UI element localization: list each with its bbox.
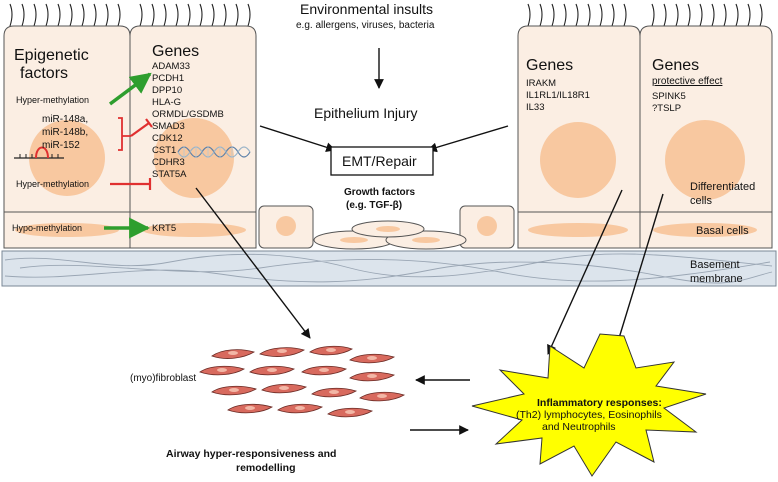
injury-label: Epithelium Injury <box>314 105 418 121</box>
inflammation-burst <box>471 333 707 477</box>
gene-item: CDHR3 <box>152 157 185 168</box>
gene-item: IL33 <box>526 102 545 113</box>
genes-mid-title: Genes <box>526 57 574 74</box>
gene-item: IL1RL1/IL18R1 <box>526 90 590 101</box>
arrow-right-emt <box>427 125 509 153</box>
differentiated-label: Differentiated cells <box>690 181 756 207</box>
airway-line2: remodelling <box>236 462 296 474</box>
gene-krt5: KRT5 <box>152 223 177 234</box>
inhibition-lines <box>110 118 153 190</box>
fibroblast-label: (myo)fibroblast <box>130 373 197 384</box>
protective-inhibition <box>615 193 664 349</box>
gene-item: IRAKM <box>526 78 557 89</box>
gene-item: ORMDL/GSDMB <box>152 109 224 120</box>
growth-line1: Growth factors <box>344 187 416 198</box>
gene-item: CST1 <box>152 145 177 156</box>
mirna-inhibition <box>130 122 150 137</box>
repairing-nuclei <box>340 226 440 243</box>
cilia <box>9 3 763 27</box>
inflammatory-line2: (Th2) lymphocytes, Eosinophils <box>516 409 662 421</box>
inflammatory-title: Inflammatory responses: <box>537 397 662 409</box>
gene-item: SMAD3 <box>152 121 185 132</box>
dna-helix-icon <box>177 146 251 158</box>
hyper-methylation-arrow <box>108 72 152 106</box>
hyper-methylation-1: Hyper-methylation <box>16 95 90 105</box>
arrow-left-emt <box>259 125 336 152</box>
epigenetic-title-1: Epigenetic <box>14 47 89 64</box>
hyper-methylation-2: Hyper-methylation <box>16 179 90 189</box>
gene-item: CDK12 <box>152 133 183 144</box>
epigenetic-title-2: factors <box>20 65 69 82</box>
growth-line2: (e.g. TGF-β) <box>346 200 403 211</box>
genes-right-title: Genes <box>652 57 700 74</box>
gene-item: HLA-G <box>152 97 182 108</box>
mirna-3: miR-152 <box>42 140 80 151</box>
activation-arrows <box>104 72 152 239</box>
arrow-gene-fibroblast <box>195 187 311 339</box>
mirna-hairpin-icon <box>14 146 64 159</box>
env-subtitle: e.g. allergens, viruses, bacteria <box>296 20 435 31</box>
flow-arrows <box>195 48 664 435</box>
nuclei <box>15 118 757 237</box>
emt-label: EMT/Repair <box>342 153 417 169</box>
fibroblast-nuclei <box>217 348 387 414</box>
inflammatory-line3: and Neutrophils <box>542 421 616 433</box>
gene-item: ?TSLP <box>652 103 682 114</box>
protective-effect-label: protective effect <box>652 76 723 87</box>
genes-left-title: Genes <box>152 43 200 60</box>
mirna-1: miR-148a, <box>42 114 89 125</box>
mirna-bracket <box>118 117 131 151</box>
basal-cells-label: Basal cells <box>696 225 749 237</box>
basement-membrane <box>1 250 777 287</box>
gene-item: SPINK5 <box>652 91 686 102</box>
membrane-fibers <box>4 253 773 284</box>
emt-box <box>330 146 434 176</box>
gene-item: STAT5A <box>152 169 187 180</box>
repairing-cells <box>313 220 467 250</box>
arrow-cell-inflammatory <box>547 189 623 355</box>
gene-item: ADAM33 <box>152 61 191 72</box>
airway-line1: Airway hyper-responsiveness and <box>166 448 337 460</box>
basement-label: Basement membrane <box>690 259 743 285</box>
mirna-2: miR-148b, <box>42 127 89 138</box>
hypo-methylation: Hypo-methylation <box>12 223 83 233</box>
env-title: Environmental insults <box>300 1 434 17</box>
gene-item: DPP10 <box>152 85 183 96</box>
gene-item: PCDH1 <box>152 73 185 84</box>
